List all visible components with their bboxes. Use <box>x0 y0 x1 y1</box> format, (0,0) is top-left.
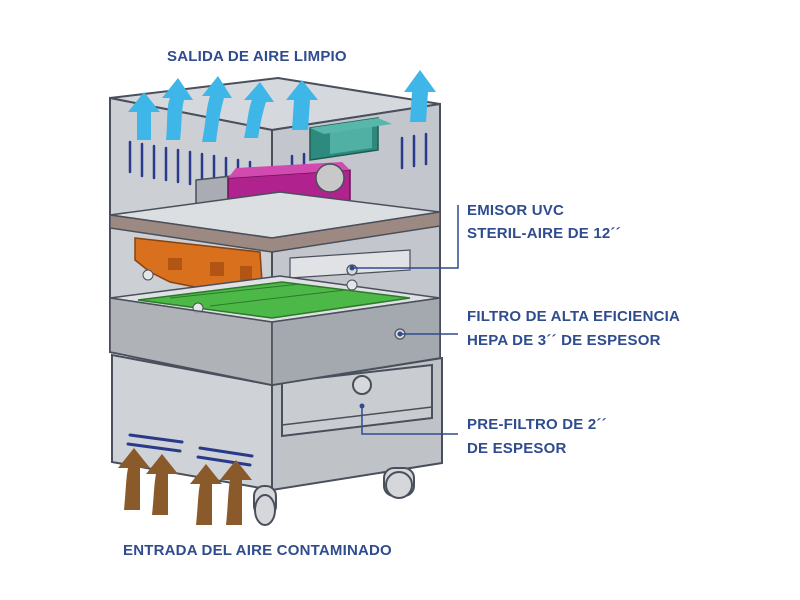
leader-lines <box>352 205 459 435</box>
hepa-label-line1: FILTRO DE ALTA EFICIENCIA <box>467 308 681 325</box>
prefilter-drawer <box>281 363 433 438</box>
upward-arrow-icon <box>244 82 274 138</box>
upward-arrow-icon <box>118 448 150 510</box>
uvc-mount <box>309 117 392 161</box>
hepa-label-line2: HEPA DE 3´´ DE ESPESOR <box>467 332 661 349</box>
prefilter-label-line1: PRE-FILTRO DE 2´´ <box>467 416 607 433</box>
upward-arrow-icon <box>404 70 436 122</box>
upward-arrow-icon <box>190 464 222 525</box>
hepa-filter <box>109 275 441 386</box>
drawer-handle <box>352 375 372 395</box>
upward-arrow-icon <box>128 92 160 140</box>
upward-arrow-icon <box>146 454 178 515</box>
upward-arrow-icon <box>162 78 193 140</box>
uvc-label-line2: STERIL-AIRE DE 12´´ <box>467 225 621 242</box>
inlet-vents <box>126 433 254 467</box>
uvc-label-line1: EMISOR UVC <box>467 202 565 219</box>
upward-arrow-icon <box>220 460 252 525</box>
inlet-label: ENTRADA DEL AIRE CONTAMINADO <box>123 542 392 559</box>
leader-uvc <box>352 205 459 269</box>
prefilter-label-line2: DE ESPESOR <box>467 440 567 457</box>
caster-wheels <box>253 467 415 526</box>
shelf-plate <box>109 191 441 253</box>
lower-cabinet <box>111 353 443 492</box>
upward-arrow-icon <box>202 76 232 142</box>
clean-air-arrows <box>128 70 436 142</box>
upward-arrow-icon <box>286 80 318 130</box>
dirty-air-arrows <box>118 448 252 525</box>
leader-prefilter <box>361 406 458 435</box>
outlet-label: SALIDA DE AIRE LIMPIO <box>167 48 347 65</box>
